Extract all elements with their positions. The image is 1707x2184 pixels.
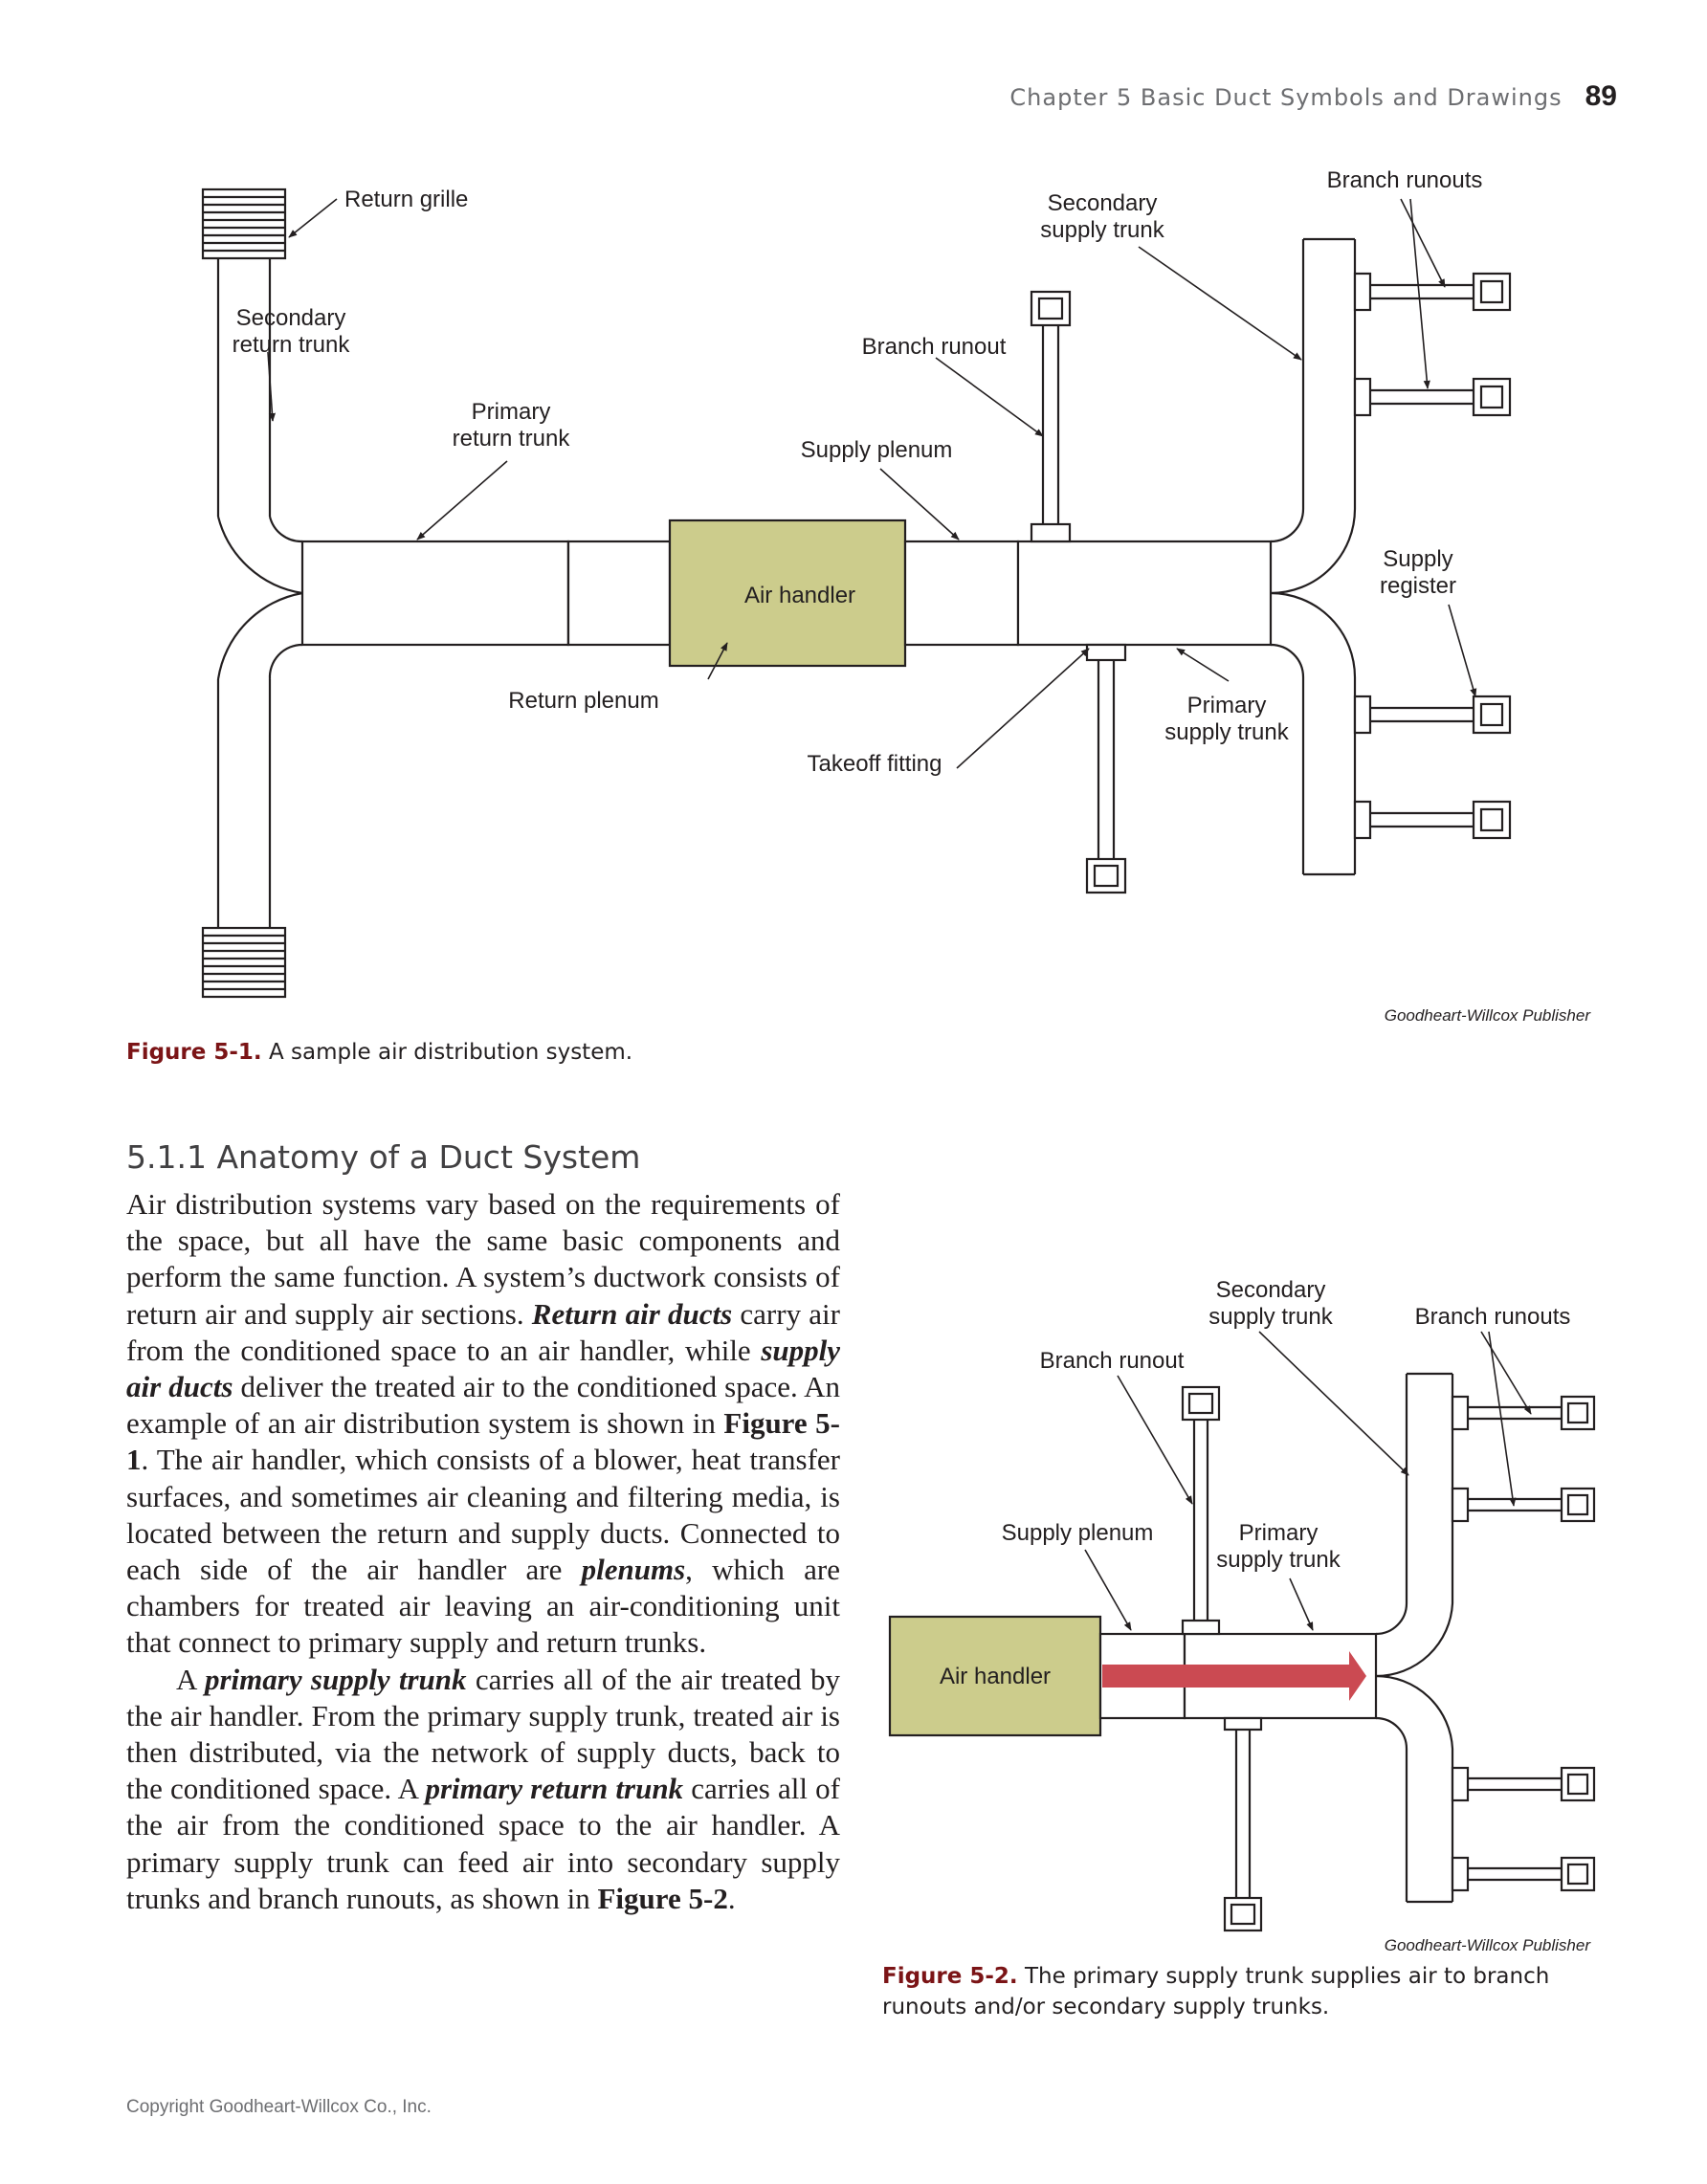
label-secondary-return-trunk-1: Secondary bbox=[236, 305, 346, 331]
branch-runouts-ducts-2 bbox=[1451, 1395, 1596, 1892]
label2-branch-runouts: Branch runouts bbox=[1415, 1304, 1571, 1330]
secondary-return-trunk-duct bbox=[216, 258, 303, 928]
figure-5-1-number: Figure 5-1. bbox=[126, 1040, 262, 1065]
term-supply-air-ducts: supply air ducts bbox=[126, 1333, 840, 1404]
primary-return-trunk-duct bbox=[300, 540, 570, 647]
figure-5-2-number: Figure 5-2. bbox=[882, 1964, 1018, 1989]
label2-supply-plenum: Supply plenum bbox=[1002, 1520, 1154, 1546]
label-takeoff-fitting: Takeoff fitting bbox=[808, 751, 942, 777]
figure-5-1-credit: Goodheart-Willcox Publisher bbox=[1384, 1006, 1590, 1025]
label-primary-return-trunk-1: Primary bbox=[472, 399, 551, 425]
figure-5-2-credit: Goodheart-Willcox Publisher bbox=[1384, 1936, 1590, 1954]
figure-reference-5-1: Figure 5-1 bbox=[126, 1406, 840, 1477]
paragraph-2: A primary supply trunk carries all of th… bbox=[126, 1662, 840, 1915]
figure-5-1-caption: Figure 5-1. A sample air distribution sy… bbox=[126, 1037, 632, 1068]
takeoff-fitting-branch-down bbox=[1085, 643, 1127, 894]
label-primary-return-trunk-2: return trunk bbox=[453, 426, 571, 452]
label-primary-supply-trunk-2: supply trunk bbox=[1164, 719, 1289, 745]
body-text: Air distribution systems vary based on t… bbox=[126, 1186, 840, 1917]
page-number: 89 bbox=[1585, 80, 1617, 112]
label-return-plenum: Return plenum bbox=[508, 688, 658, 714]
figure-5-1-leaders bbox=[267, 198, 1477, 769]
label-air-handler: Air handler bbox=[744, 583, 855, 608]
section-heading: 5.1.1 Anatomy of a Duct System bbox=[126, 1138, 641, 1176]
copyright-footer: Copyright Goodheart-Willcox Co., Inc. bbox=[126, 2097, 432, 2117]
figure-5-1-diagram: Return grille Secondary return trunk Pri… bbox=[201, 167, 1512, 999]
figure-5-2-caption: Figure 5-2. The primary supply trunk sup… bbox=[882, 1961, 1571, 2022]
label2-primary-supply-trunk-1: Primary bbox=[1239, 1520, 1319, 1546]
secondary-supply-trunk-duct bbox=[1270, 237, 1357, 876]
term-primary-supply-trunk: primary supply trunk bbox=[204, 1662, 467, 1696]
return-plenum-duct bbox=[566, 540, 672, 647]
label2-branch-runout: Branch runout bbox=[1040, 1348, 1185, 1374]
figure-5-2-diagram: Secondary supply trunk Branch runouts Br… bbox=[888, 1277, 1596, 1932]
branch-runout-up bbox=[1030, 290, 1072, 543]
label2-secondary-supply-trunk-1: Secondary bbox=[1216, 1277, 1326, 1303]
label-supply-plenum: Supply plenum bbox=[801, 437, 953, 463]
term-return-air-ducts: Return air ducts bbox=[531, 1296, 733, 1331]
return-grille-bottom bbox=[201, 926, 287, 999]
label-supply-register-2: register bbox=[1380, 573, 1456, 599]
running-head: Chapter 5 Basic Duct Symbols and Drawing… bbox=[1009, 80, 1617, 113]
chapter-title: Chapter 5 Basic Duct Symbols and Drawing… bbox=[1009, 84, 1563, 111]
airflow-arrow bbox=[1102, 1651, 1366, 1701]
return-grille-top bbox=[201, 188, 287, 260]
figure-reference-5-2: Figure 5-2 bbox=[597, 1881, 728, 1915]
label-branch-runouts: Branch runouts bbox=[1327, 167, 1483, 193]
primary-supply-trunk-duct bbox=[1016, 540, 1273, 647]
secondary-supply-trunk-duct-2 bbox=[1375, 1372, 1454, 1904]
label2-air-handler: Air handler bbox=[940, 1664, 1051, 1689]
term-plenums: plenums bbox=[581, 1553, 686, 1587]
label-supply-register-1: Supply bbox=[1383, 546, 1452, 572]
branch-runout-up-2 bbox=[1181, 1385, 1221, 1636]
label-secondary-supply-trunk-1: Secondary bbox=[1048, 190, 1158, 216]
branch-runout-down-2 bbox=[1223, 1716, 1263, 1932]
label2-secondary-supply-trunk-2: supply trunk bbox=[1208, 1304, 1333, 1330]
label-return-grille: Return grille bbox=[344, 187, 468, 212]
air-handler-box-2 bbox=[888, 1615, 1102, 1737]
figure-5-2-leaders bbox=[1084, 1331, 1532, 1631]
paragraph-1: Air distribution systems vary based on t… bbox=[126, 1187, 840, 1660]
term-primary-return-trunk: primary return trunk bbox=[425, 1772, 684, 1806]
supply-plenum-duct bbox=[903, 540, 1020, 647]
label-branch-runout: Branch runout bbox=[862, 334, 1007, 360]
figure-5-1-caption-text: A sample air distribution system. bbox=[261, 1040, 633, 1065]
label2-primary-supply-trunk-2: supply trunk bbox=[1216, 1547, 1341, 1573]
label-primary-supply-trunk-1: Primary bbox=[1187, 693, 1267, 718]
label-secondary-supply-trunk-2: supply trunk bbox=[1040, 217, 1164, 243]
label-secondary-return-trunk-2: return trunk bbox=[233, 332, 351, 358]
figure-5-2-caption-text: The primary supply trunk supplies air to… bbox=[882, 1964, 1550, 2019]
branch-runouts-ducts bbox=[1353, 272, 1512, 840]
